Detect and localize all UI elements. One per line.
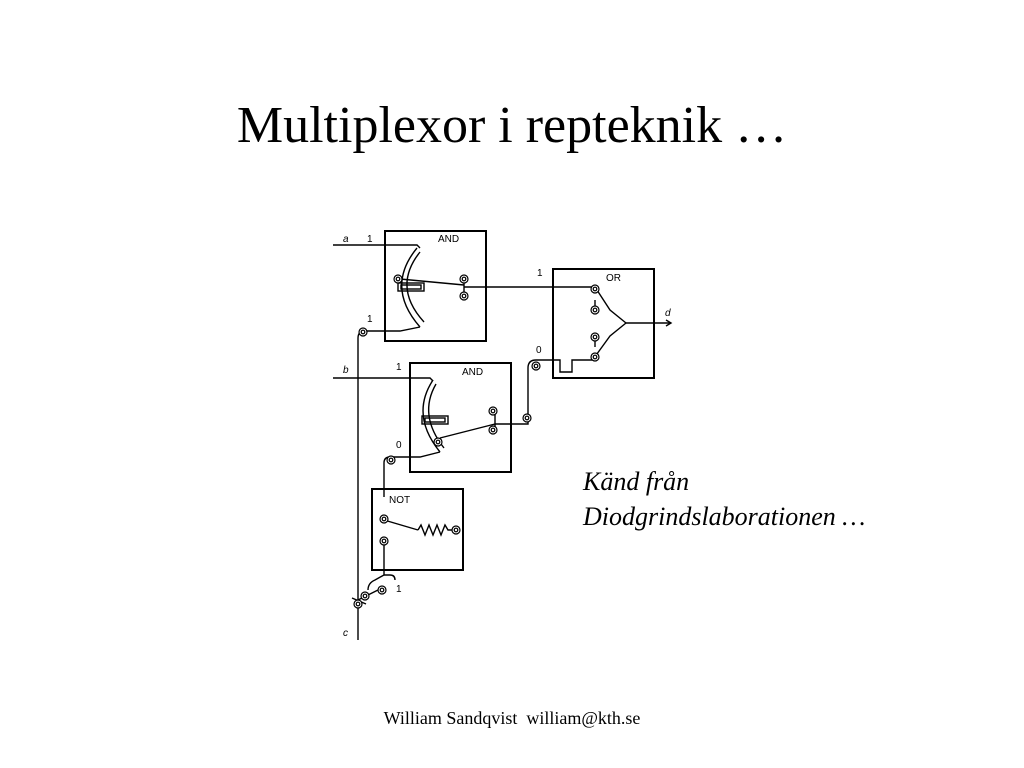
and1-top-value: 1 (367, 234, 373, 245)
not-gate-label: NOT (389, 495, 410, 506)
input-b-label: b (343, 365, 349, 376)
or-gate-label: OR (606, 273, 621, 284)
or-bottom-value: 0 (536, 345, 542, 356)
input-c-label: c (343, 628, 348, 639)
footer: William Sandqvist william@kth.se (0, 708, 1024, 729)
and1-gate-box (384, 230, 487, 342)
and2-coil (421, 415, 449, 425)
input-a-label: a (343, 234, 349, 245)
or-top-value: 1 (537, 268, 543, 279)
not-resistor (417, 523, 460, 537)
and2-to-or-wire (495, 359, 594, 425)
input-a-wire (333, 244, 421, 249)
output-d-label: d (665, 308, 671, 319)
and1-relay-arc (401, 247, 421, 328)
slide-title: Multiplexor i repteknik … (236, 97, 788, 154)
and2-top-value: 1 (396, 362, 402, 373)
note-line-1: Känd från (583, 467, 690, 496)
and2-gate-box (409, 362, 512, 473)
note-text: Känd från Diodgrindslaborationen … (583, 464, 865, 534)
and2-bottom-value: 0 (396, 440, 402, 451)
and1-coil (397, 282, 425, 292)
footer-name: William Sandqvist (383, 708, 518, 728)
and2-gate-label: AND (462, 367, 483, 378)
not-gate-box (371, 488, 464, 571)
and1-gate-label: AND (438, 234, 459, 245)
footer-email: william@kth.se (526, 708, 641, 728)
input-b-wire (333, 377, 434, 382)
not-value: 1 (396, 584, 402, 595)
and1-bottom-value: 1 (367, 314, 373, 325)
note-line-2: Diodgrindslaborationen … (583, 502, 866, 531)
